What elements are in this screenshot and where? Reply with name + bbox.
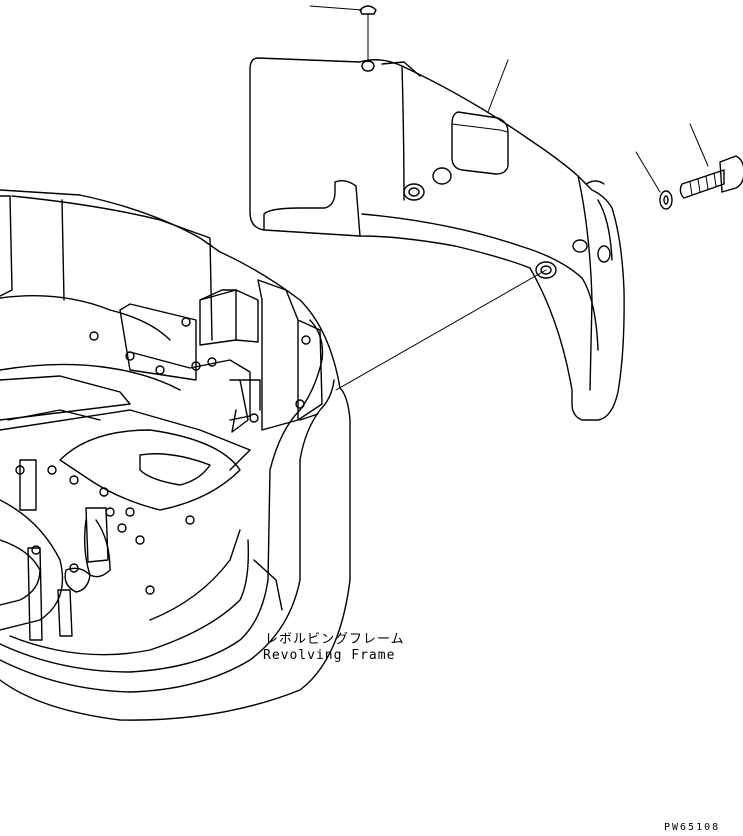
washer xyxy=(659,190,673,210)
drawing-code: PW65108 xyxy=(664,822,721,833)
plug-cap xyxy=(309,5,377,63)
revolving-frame xyxy=(0,189,351,721)
part-label-english: Revolving Frame xyxy=(263,648,396,663)
part-label-japanese: レボルビングフレーム xyxy=(265,632,405,647)
leader-lines xyxy=(335,59,709,391)
bolt xyxy=(679,155,743,199)
counterweight xyxy=(249,57,625,421)
